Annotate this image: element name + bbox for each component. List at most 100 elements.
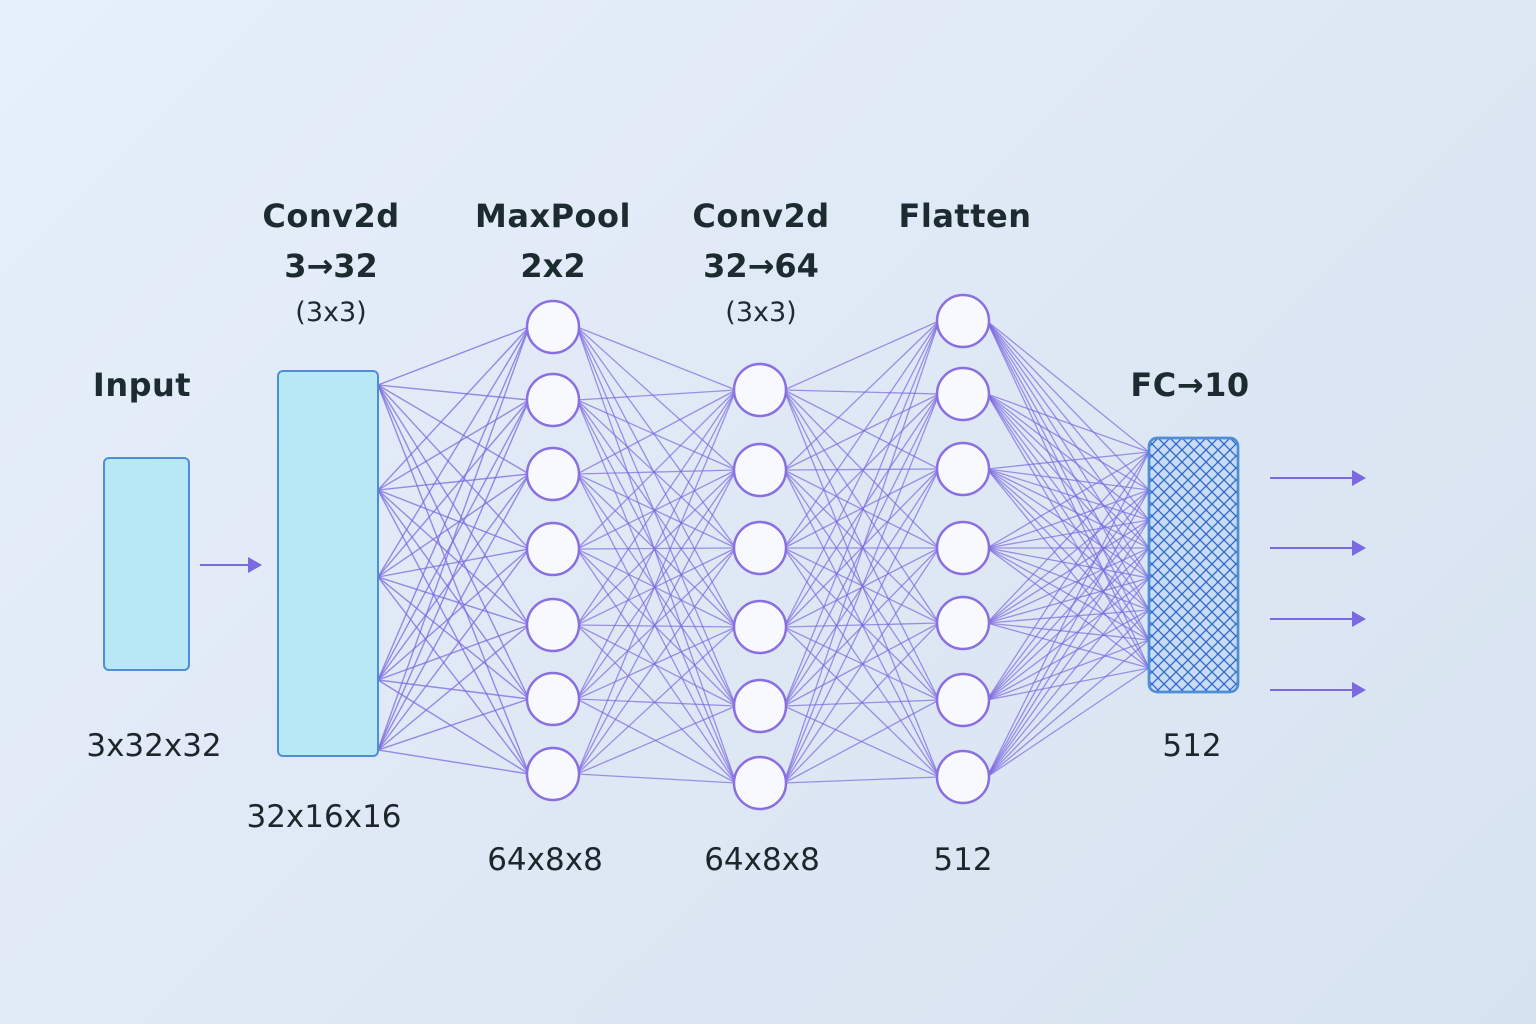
conv2-neuron-1 [732,362,788,418]
input-dim: 3x32x32 [86,728,222,764]
edge [783,547,940,784]
edge [783,320,940,471]
edge [377,489,530,626]
edge [576,773,737,784]
edge [377,473,530,751]
edge [783,320,940,549]
edge [986,547,1150,701]
edge [576,389,737,775]
edge [986,489,1150,701]
edge [576,389,737,475]
conv2-title: Conv2d [692,197,830,235]
edge [783,393,940,628]
edge [576,326,737,628]
edge [986,667,1150,778]
edge [576,399,737,707]
edge [576,705,737,775]
conv1-dim: 32x16x16 [246,799,402,835]
flatten-neuron-1 [935,293,991,349]
edge [986,609,1150,778]
flatten-neuron-6 [935,672,991,728]
edge [377,576,530,626]
edge [783,393,940,549]
conv2-subtitle: 32→64 [703,247,819,285]
edge [576,626,737,700]
edge [576,473,737,628]
edge [576,469,737,626]
output-arrow-1-head [1352,470,1366,486]
edge [377,489,530,775]
edge [576,469,737,700]
conv1-block [277,370,379,757]
edge [986,393,1150,549]
edge [576,626,737,775]
edge [576,547,737,550]
conv2-dim: 64x8x8 [704,842,820,878]
edge [377,576,530,700]
flatten-neuron-2 [935,366,991,422]
conv1-title: Conv2d [262,197,400,235]
edge [783,776,940,784]
edge [576,399,737,549]
maxpool-neuron-1 [525,299,581,355]
edge [576,547,737,626]
edge [986,393,1150,453]
edge [986,547,1150,624]
edge [576,469,737,775]
edge [986,468,1150,549]
edge [986,519,1150,701]
edge [986,577,1150,778]
edge [986,451,1150,470]
edge [783,320,940,784]
edge [576,473,737,707]
edge [576,469,737,475]
edge [377,399,530,491]
edge [986,489,1150,549]
edge [576,326,737,391]
edge [377,399,530,751]
edge [986,547,1150,579]
edge [986,468,1150,669]
edge [986,547,1150,611]
input-block [103,457,190,671]
edge [986,320,1150,453]
edge [377,473,530,578]
conv1-kernel: (3x3) [295,297,367,328]
input-title: Input [92,366,192,404]
edge [986,320,1150,491]
edge [576,547,737,700]
edge [576,389,737,401]
edge [377,473,530,681]
edge [986,489,1150,624]
flow-arrows [200,470,1366,698]
output-arrow-4-head [1352,682,1366,698]
edge [783,393,940,471]
edge [783,547,940,701]
edge [377,749,530,775]
edge [783,622,940,784]
edge [986,489,1150,778]
edge [377,576,530,775]
edge [783,468,940,549]
conv1-subtitle: 3→32 [284,247,378,285]
fc-dim: 512 [1162,728,1222,764]
maxpool-dim: 64x8x8 [487,842,603,878]
maxpool-neuron-2 [525,372,581,428]
edge [377,698,530,751]
edge [576,326,737,784]
neuron-nodes [525,293,991,811]
edge [576,399,737,628]
edge [576,326,737,549]
edge [576,698,737,784]
edge [986,577,1150,701]
conv2-neuron-5 [732,678,788,734]
edge [576,548,737,628]
edge [377,384,530,550]
conv2-neuron-6 [732,755,788,811]
conv2-neuron-4 [732,599,788,655]
edge [377,548,530,578]
edge [576,624,737,628]
edge [576,473,737,549]
flatten-dim: 512 [933,842,993,878]
edge [377,624,530,751]
